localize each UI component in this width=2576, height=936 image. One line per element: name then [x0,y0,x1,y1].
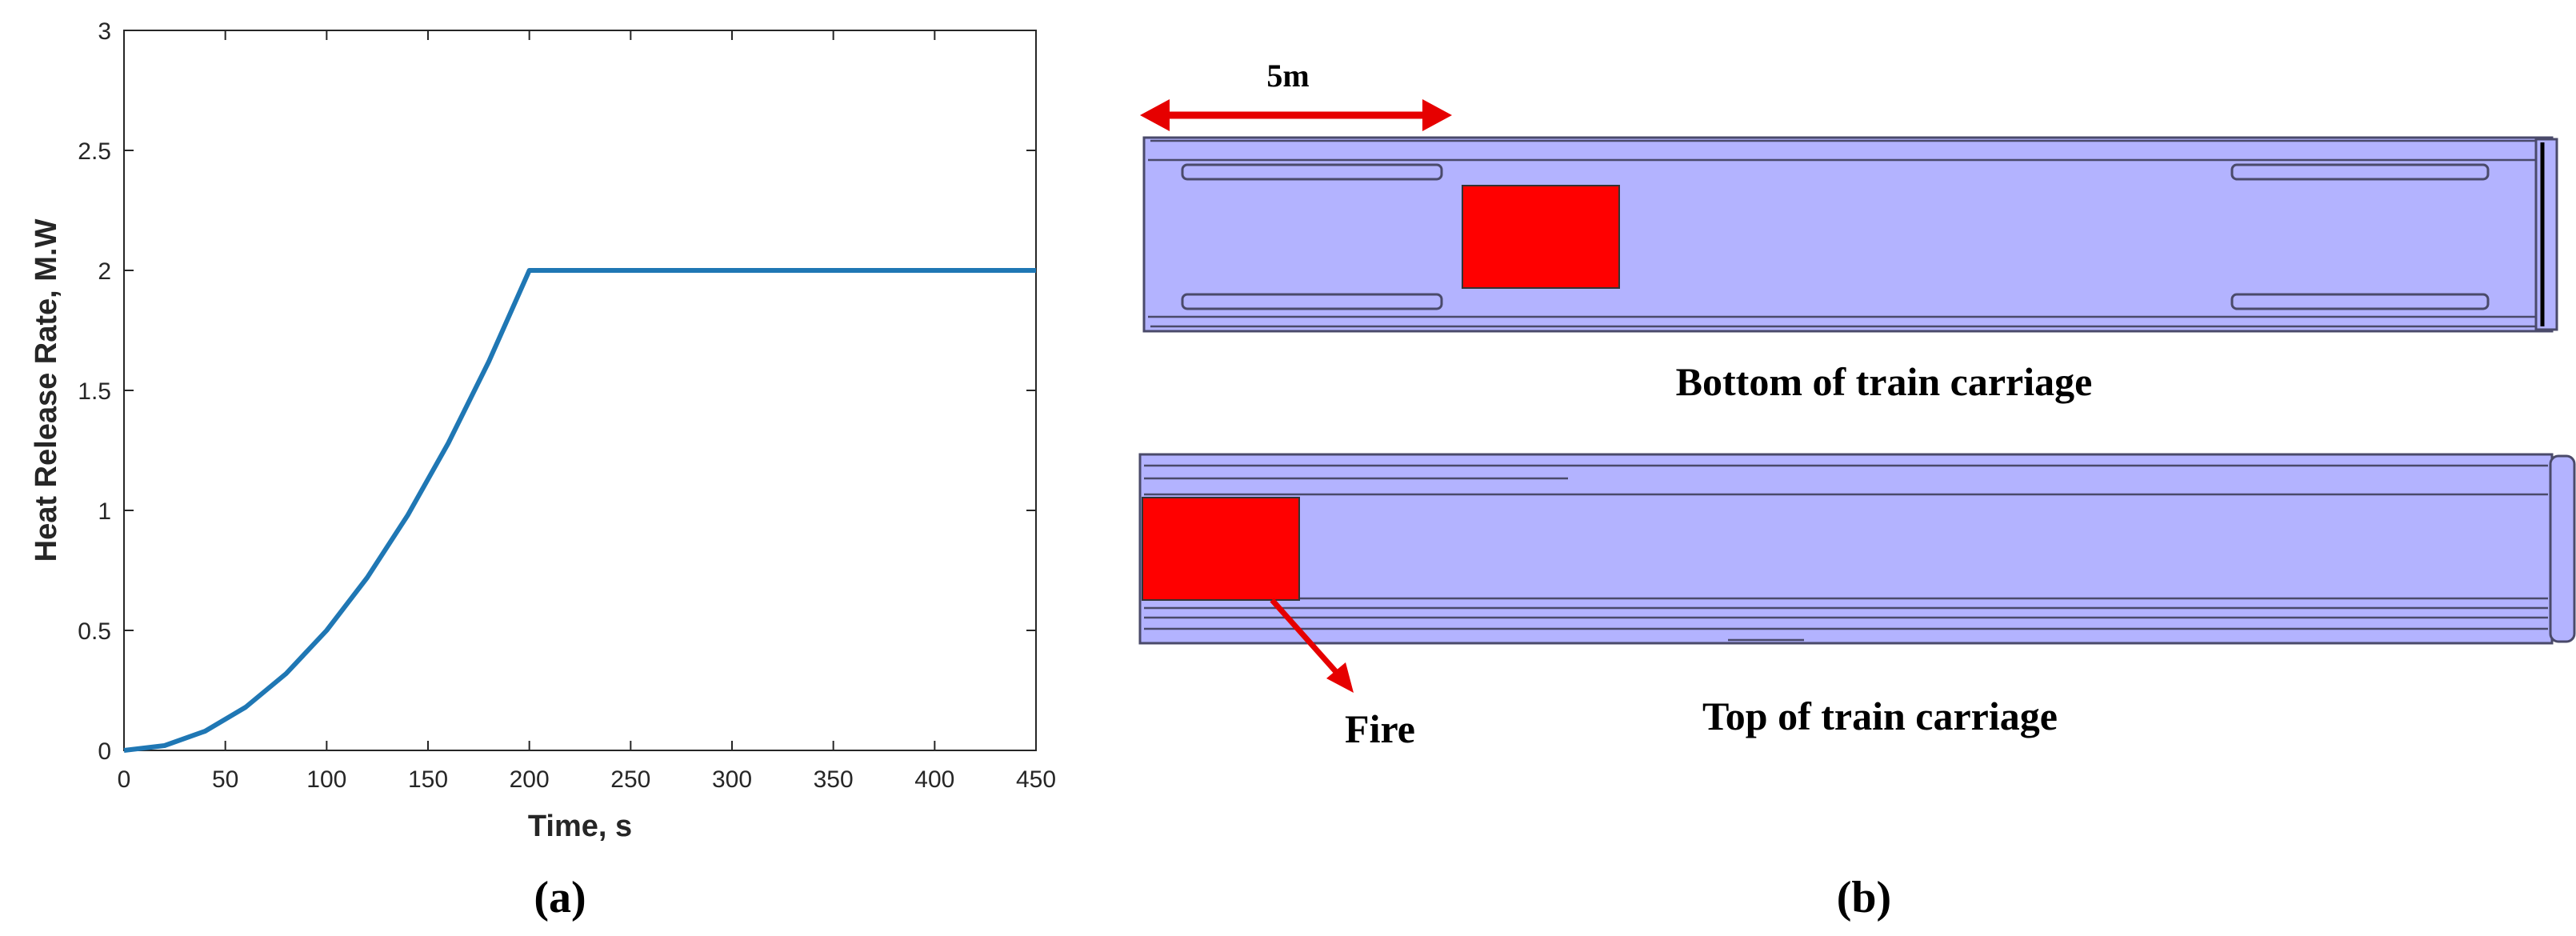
y-tick-label: 2.5 [78,138,111,165]
y-tick-label: 1.5 [78,378,111,405]
series-line [123,268,1036,753]
dimension-label: 5m [1266,58,1309,94]
x-tick-label: 250 [610,766,650,793]
panel-label-b: (b) [1837,873,1891,922]
panel-label-a: (a) [534,873,586,922]
carriage-slot [1181,163,1443,181]
carriage-body [1138,453,2554,645]
fire-pointer-arrow [1270,598,1354,693]
carriage-top-view [1138,453,2576,645]
x-tick-label: 200 [510,766,550,793]
bottom-view-caption: Bottom of train carriage [1676,359,2093,404]
x-tick-label: 150 [408,766,448,793]
x-axis-ticks: 0 50 100 150 200 250 300 350 400 450 [118,30,1056,793]
series-lines [123,268,1036,753]
y-axis-ticks: 0 0.5 1 1.5 2 2.5 3 [78,18,1036,765]
plot-area [123,30,1037,751]
x-tick-label: 400 [914,766,954,793]
fire-label: Fire [1345,706,1415,751]
y-tick-label: 2 [98,258,111,285]
carriage-slot [2230,163,2490,181]
x-axis-label: Time, s [528,810,632,843]
y-tick-label: 0 [98,738,111,765]
train-schematic: 5m Bottom of train carriage [1138,58,2576,751]
dimension-arrow [1140,99,1452,131]
y-tick-label: 0.5 [78,618,111,645]
carriage-slot [2230,293,2490,310]
x-tick-label: 0 [118,766,131,793]
x-tick-label: 350 [814,766,854,793]
carriage-bottom-view [1142,136,2558,333]
x-tick-label: 100 [306,766,346,793]
hrr-chart: 0 50 100 150 200 250 300 350 400 450 0 0.5 1 1.5 2 2.5… [30,18,1056,843]
y-tick-label: 1 [98,498,111,525]
y-tick-label: 3 [98,18,111,45]
fire-zone-bottom [1462,185,1620,289]
x-tick-label: 50 [212,766,238,793]
y-axis-label: Heat Release Rate, M.W [30,219,63,562]
fire-zone-top [1142,497,1300,601]
carriage-slot [1181,293,1443,310]
carriage-end-cap [2549,454,2576,643]
x-tick-label: 450 [1016,766,1056,793]
top-view-caption: Top of train carriage [1702,694,2058,738]
x-tick-label: 300 [712,766,752,793]
carriage-end-cap [2534,138,2558,331]
